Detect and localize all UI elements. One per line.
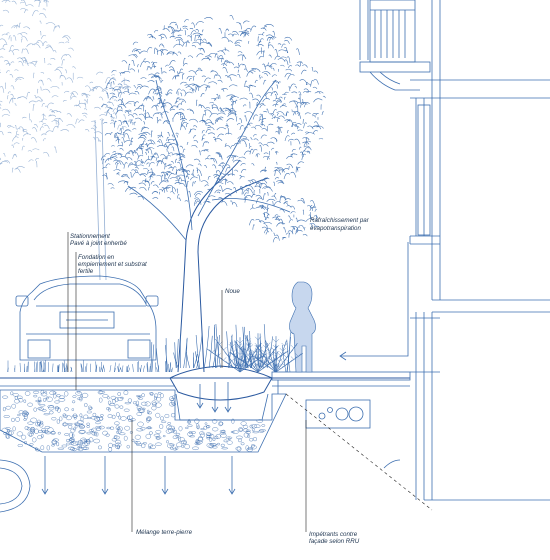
label-cooling-2: évapotranspiration [310, 225, 361, 232]
gravel-texture [1, 390, 266, 452]
label-foundation-1: Fondation en [78, 254, 115, 261]
slope-line [285, 393, 433, 511]
tree-drawing [100, 15, 326, 373]
label-mix: Mélange terre-pierre [136, 529, 193, 536]
pipe-duct [305, 399, 371, 429]
label-foundation-3: fertile [78, 268, 94, 275]
person-silhouette [289, 281, 316, 373]
cooling-arrow [339, 242, 409, 361]
car-drawing [15, 275, 159, 372]
label-cooling-1: Rafraîchissement par [310, 217, 370, 224]
label-waterproof-1: Impétrants contre [309, 531, 358, 538]
label-foundation-2: empierrement et substrat [78, 261, 147, 268]
rain-arrows [41, 382, 236, 495]
label-parking: Stationnement [70, 233, 110, 240]
ground-layers [0, 365, 411, 453]
background-tree [0, 0, 136, 281]
building-facade [359, 0, 550, 501]
planting-bed [7, 323, 303, 373]
label-waterproof-2: façade selon RRU [309, 538, 360, 545]
left-pipe [0, 459, 31, 513]
label-paver: Pavé à joint enherbé [70, 240, 127, 247]
label-noue: Noue [225, 288, 240, 295]
